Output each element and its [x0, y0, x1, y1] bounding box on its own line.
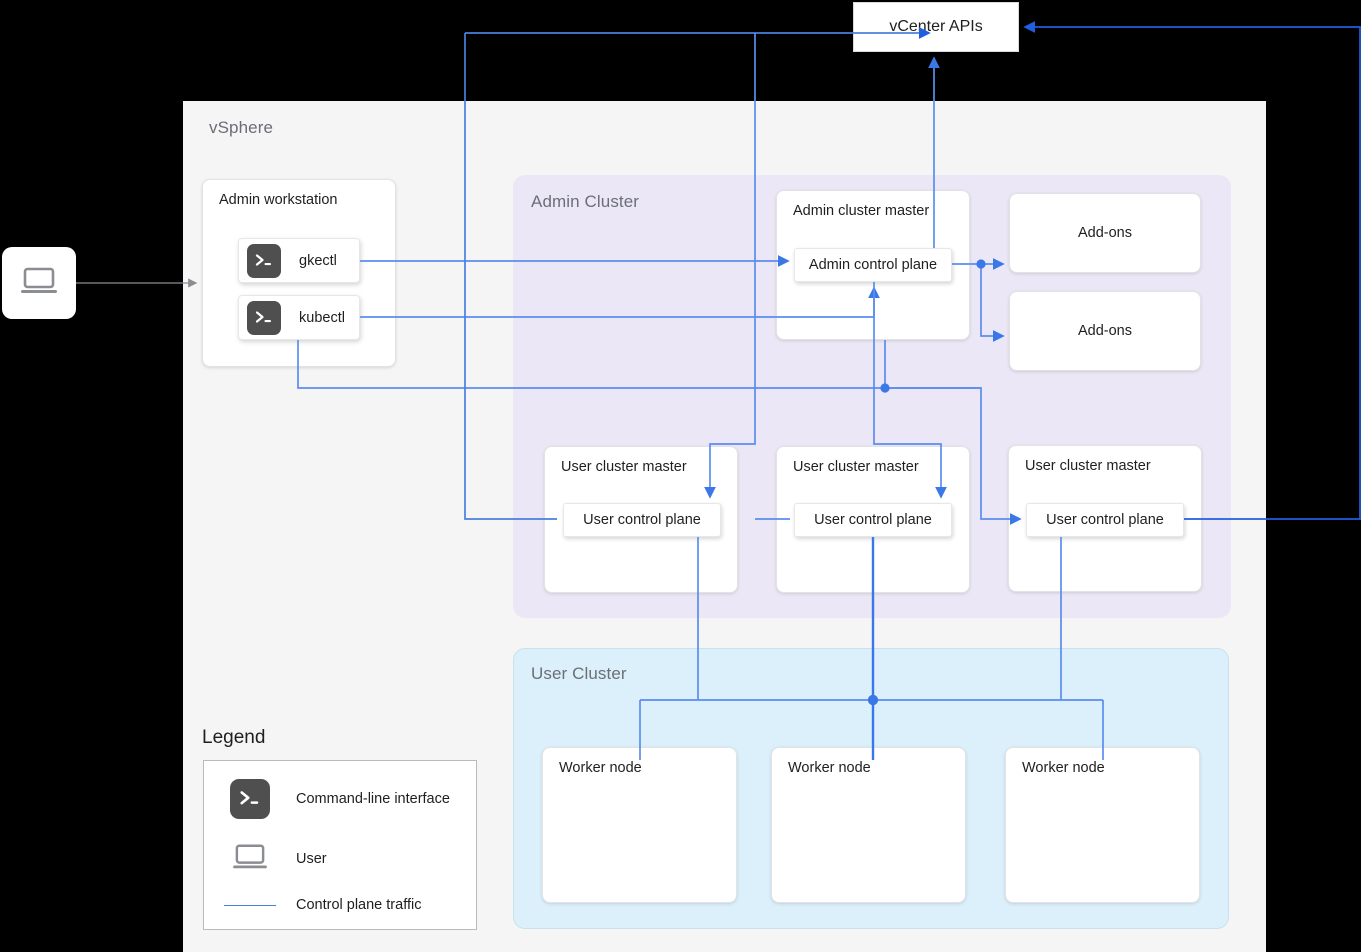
user-actor-card[interactable] — [2, 247, 76, 319]
terminal-icon — [247, 300, 281, 335]
addons-box-1[interactable]: Add-ons — [1009, 193, 1201, 273]
admin-control-plane-box[interactable]: Admin control plane — [794, 248, 952, 282]
worker-node-title-2: Worker node — [788, 760, 871, 776]
user-cluster-master-title-1: User cluster master — [561, 459, 687, 475]
addons-box-2[interactable]: Add-ons — [1009, 291, 1201, 371]
cli-label-gkectl: gkectl — [299, 252, 337, 269]
legend-item-user: User — [204, 835, 476, 883]
worker-node-box-3[interactable]: Worker node — [1005, 747, 1200, 903]
vcenter-apis-box[interactable]: vCenter APIs — [853, 2, 1019, 52]
legend-label-user: User — [296, 851, 327, 867]
admin-workstation-title: Admin workstation — [219, 192, 338, 208]
user-cluster-master-title-3: User cluster master — [1025, 458, 1151, 474]
laptop-icon — [19, 265, 59, 302]
legend-item-cli: Command-line interface — [204, 775, 476, 823]
cli-chip-kubectl[interactable]: kubectl — [238, 295, 360, 340]
user-control-plane-box-1[interactable]: User control plane — [563, 503, 721, 537]
admin-cluster-master-title: Admin cluster master — [793, 203, 930, 219]
legend-title: Legend — [202, 727, 266, 748]
user-control-plane-box-2[interactable]: User control plane — [794, 503, 952, 537]
worker-node-title-1: Worker node — [559, 760, 642, 776]
cli-label-kubectl: kubectl — [299, 309, 345, 326]
cli-chip-gkectl[interactable]: gkectl — [238, 238, 360, 283]
vsphere-panel-title: vSphere — [209, 118, 274, 137]
addons-label-2: Add-ons — [1077, 323, 1132, 339]
line-swatch-icon — [224, 904, 276, 906]
laptop-icon — [231, 842, 269, 877]
vcenter-apis-label: vCenter APIs — [889, 18, 983, 35]
worker-node-box-1[interactable]: Worker node — [542, 747, 737, 903]
terminal-icon — [247, 243, 281, 278]
addons-label-1: Add-ons — [1077, 225, 1132, 241]
legend-box: Command-line interface User Control plan… — [203, 760, 477, 930]
admin-cluster-title: Admin Cluster — [531, 192, 640, 211]
terminal-icon — [230, 779, 270, 819]
user-control-plane-box-3[interactable]: User control plane — [1026, 503, 1184, 537]
legend-label-cli: Command-line interface — [296, 791, 450, 807]
user-cluster-title: User Cluster — [531, 664, 627, 683]
worker-node-title-3: Worker node — [1022, 760, 1105, 776]
legend-label-traffic: Control plane traffic — [296, 897, 422, 913]
legend-item-traffic: Control plane traffic — [204, 881, 476, 929]
worker-node-box-2[interactable]: Worker node — [771, 747, 966, 903]
user-cluster-master-title-2: User cluster master — [793, 459, 919, 475]
